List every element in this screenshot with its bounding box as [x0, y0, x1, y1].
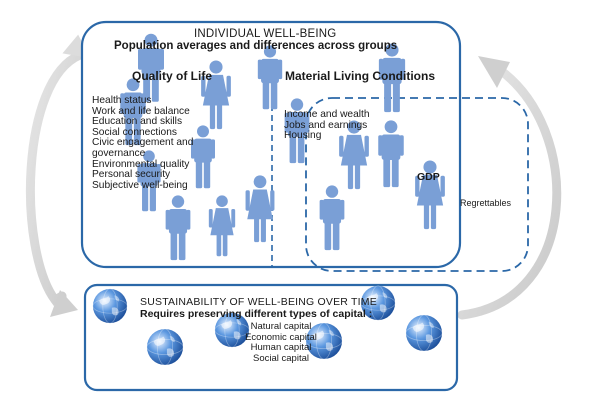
list-item: Natural capital — [250, 321, 312, 332]
list-item: Civic engagement and — [92, 137, 194, 149]
quality-of-life-heading: Quality of Life — [132, 69, 213, 83]
sustainability-title: SUSTAINABILITY OF WELL-BEING OVER TIME — [140, 296, 377, 308]
list-item: Personal security — [92, 169, 171, 181]
cycle-arrow-icon — [25, 34, 562, 320]
list-item: Human capital — [250, 342, 312, 353]
wellbeing-subtitle: Population averages and differences acro… — [114, 40, 398, 52]
list-item: Subjective well-being — [92, 179, 188, 191]
list-item: Economic capital — [245, 331, 317, 343]
wellbeing-title: INDIVIDUAL WELL-BEING — [194, 28, 337, 40]
globe-icon — [405, 314, 443, 352]
list-item: Jobs and earnings — [284, 119, 368, 131]
quality-of-life-list: Health status Work and life balance Educ… — [92, 95, 194, 191]
list-item: Social connections — [92, 126, 177, 138]
globe-icon — [92, 288, 128, 324]
list-item: Income and wealth — [284, 109, 370, 120]
list-item: Environmental quality — [92, 158, 190, 170]
globe-icon — [146, 328, 184, 366]
list-item: Work and life balance — [92, 105, 190, 117]
gdp-region — [305, 97, 529, 272]
list-item: governance — [92, 147, 146, 159]
sustainability-subtitle: Requires preserving different types of c… — [140, 308, 373, 320]
list-item: Social capital — [253, 352, 309, 364]
regrettables-label: Regrettables — [460, 198, 512, 208]
list-item: Health status — [92, 95, 152, 106]
material-living-conditions-list: Income and wealth Jobs and earnings Hous… — [284, 109, 370, 142]
gdp-label: GDP — [417, 171, 440, 183]
list-item: Housing — [284, 130, 322, 142]
material-living-conditions-heading: Material Living Conditions — [285, 69, 436, 83]
capital-list: Natural capital Economic capital Human c… — [226, 321, 336, 364]
list-item: Education and skills — [92, 116, 183, 128]
